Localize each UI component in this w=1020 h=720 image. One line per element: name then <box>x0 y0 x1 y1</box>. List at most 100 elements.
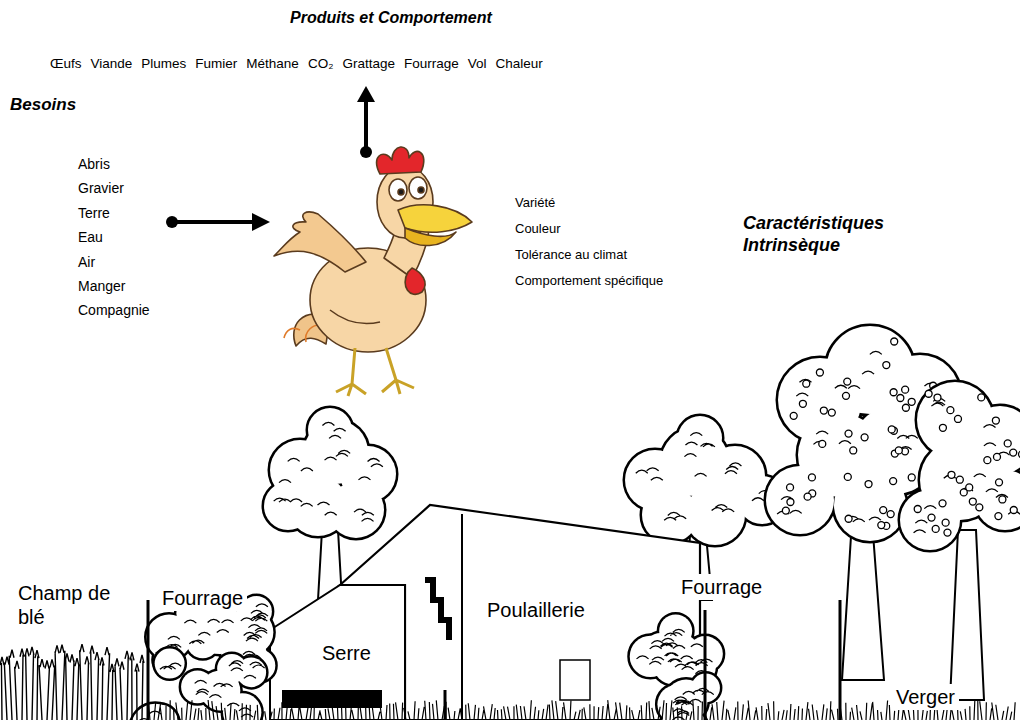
drawing-part <box>966 484 973 491</box>
product-word: Fourrage <box>404 56 459 72</box>
drawing-part <box>264 482 312 530</box>
post <box>839 600 842 720</box>
trait-item: Tolérance au climat <box>515 247 627 263</box>
need-item: Eau <box>78 229 103 246</box>
drawing-part <box>787 484 794 491</box>
drawing-part <box>865 481 872 488</box>
place-label: Fourrage <box>677 574 766 600</box>
drawing-part <box>1010 449 1017 456</box>
drawing-part <box>181 671 214 704</box>
drawing-part <box>944 529 951 536</box>
drawing-part <box>891 338 898 345</box>
drawing-part <box>787 498 794 505</box>
drawing-part <box>803 380 810 387</box>
drawing-part <box>995 513 1002 520</box>
drawing-part <box>883 362 890 369</box>
drawing-part <box>900 490 960 550</box>
product-word: CO₂ <box>308 56 334 72</box>
drawing-part <box>947 407 954 414</box>
drawing-part <box>834 469 906 541</box>
drawing-part <box>914 506 921 513</box>
drawing-part <box>418 187 424 193</box>
drawing-part <box>820 407 827 414</box>
drawing-part <box>888 426 895 433</box>
drawing-part <box>782 507 789 514</box>
drawing-part <box>845 430 852 437</box>
drawing-part <box>155 649 185 679</box>
product-word: Chaleur <box>495 56 542 72</box>
need-item: Compagnie <box>78 302 150 319</box>
drawing-part <box>932 525 939 532</box>
drawing-part <box>950 530 984 700</box>
arrow-shaft <box>364 100 368 152</box>
drawing-part <box>685 485 745 545</box>
group-heading: Besoins <box>10 95 76 115</box>
drawing-part <box>330 310 380 324</box>
drawing-part <box>217 654 246 683</box>
drawing-part <box>828 409 835 416</box>
drawing-part <box>880 507 887 514</box>
place-label: Verger <box>892 684 959 710</box>
drawing-part <box>897 394 904 401</box>
drawing-part <box>975 470 1020 530</box>
drawing-part <box>659 615 692 648</box>
drawing-part <box>308 408 352 452</box>
drawing-part <box>890 478 897 485</box>
drawing-part <box>954 415 961 422</box>
drawing-part <box>902 386 909 393</box>
group-heading: Caractéristiques Intrinsèque <box>743 213 915 256</box>
drawing-part <box>1004 440 1011 447</box>
drawing-part <box>678 416 722 460</box>
drawing-part <box>308 408 352 452</box>
drawing-part <box>264 482 312 530</box>
door <box>560 660 590 700</box>
drawing-part <box>878 522 885 529</box>
drawing-part <box>956 476 963 483</box>
drawing-part <box>902 404 909 411</box>
steps <box>425 580 449 640</box>
drawing-part <box>678 416 722 460</box>
trait-item: Comportement spécifique <box>515 273 663 289</box>
drawing-part <box>799 400 806 407</box>
drawing-part <box>948 471 955 478</box>
drawing-part <box>844 378 851 385</box>
drawing-part <box>1019 451 1020 458</box>
drawing-part <box>939 500 946 507</box>
product-row: ŒufsViandePlumesFumierMéthaneCO₂Grattage… <box>50 56 543 72</box>
chicken-figure <box>274 147 472 396</box>
drawing-part <box>808 474 815 481</box>
trait-item: Couleur <box>515 221 561 237</box>
house-edge <box>461 514 463 720</box>
drawing-part <box>659 615 692 648</box>
wheat <box>0 644 144 720</box>
product-word: Vol <box>468 56 487 72</box>
drawing-part <box>155 649 185 679</box>
drawing-part <box>984 457 991 464</box>
drawing-part <box>284 328 300 338</box>
arrow-head <box>252 213 270 231</box>
drawing-part <box>996 479 1003 486</box>
drawing-part <box>389 179 407 201</box>
drawing-part <box>976 504 983 511</box>
place-label: Fourrage <box>158 585 247 611</box>
drawing-part <box>398 205 472 232</box>
drawing-part <box>816 369 823 376</box>
need-item: Air <box>78 254 95 271</box>
drawing-part <box>934 394 941 401</box>
product-word: Méthane <box>246 56 299 72</box>
drawing-part <box>405 268 425 294</box>
place-label: Poulaillerie <box>483 597 589 623</box>
drawing-part <box>925 390 932 397</box>
drawing-part <box>999 496 1006 503</box>
tree <box>900 382 1020 700</box>
drawing-part <box>908 474 915 481</box>
drawing-part <box>766 466 834 534</box>
place-label: Champ de blé <box>14 580 130 630</box>
drawing-part <box>939 424 946 431</box>
drawing-part <box>409 177 427 199</box>
drawing-part <box>993 453 1000 460</box>
drawing-part <box>850 447 857 454</box>
drawing-part <box>942 519 949 526</box>
drawing-part <box>834 469 906 541</box>
